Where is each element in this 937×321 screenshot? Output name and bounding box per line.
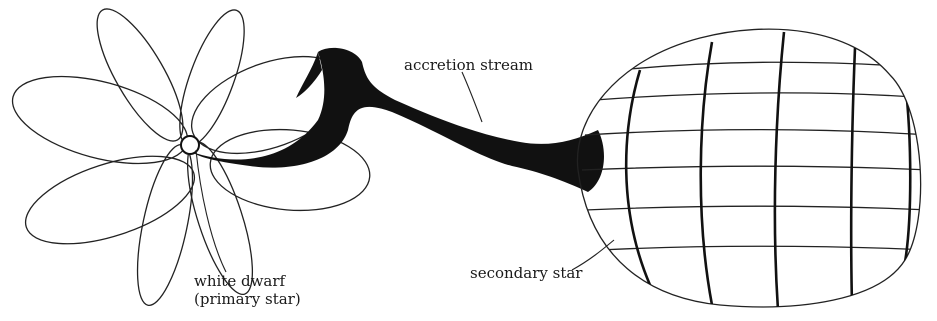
secondary-star — [577, 29, 930, 310]
secondary-star-label: secondary star — [470, 264, 583, 282]
primary-star-label: (primary star) — [194, 290, 301, 308]
accretion-stream — [192, 48, 604, 192]
accretion-stream-label: accretion stream — [404, 56, 533, 74]
white-dwarf-label: white dwarf — [194, 272, 287, 290]
